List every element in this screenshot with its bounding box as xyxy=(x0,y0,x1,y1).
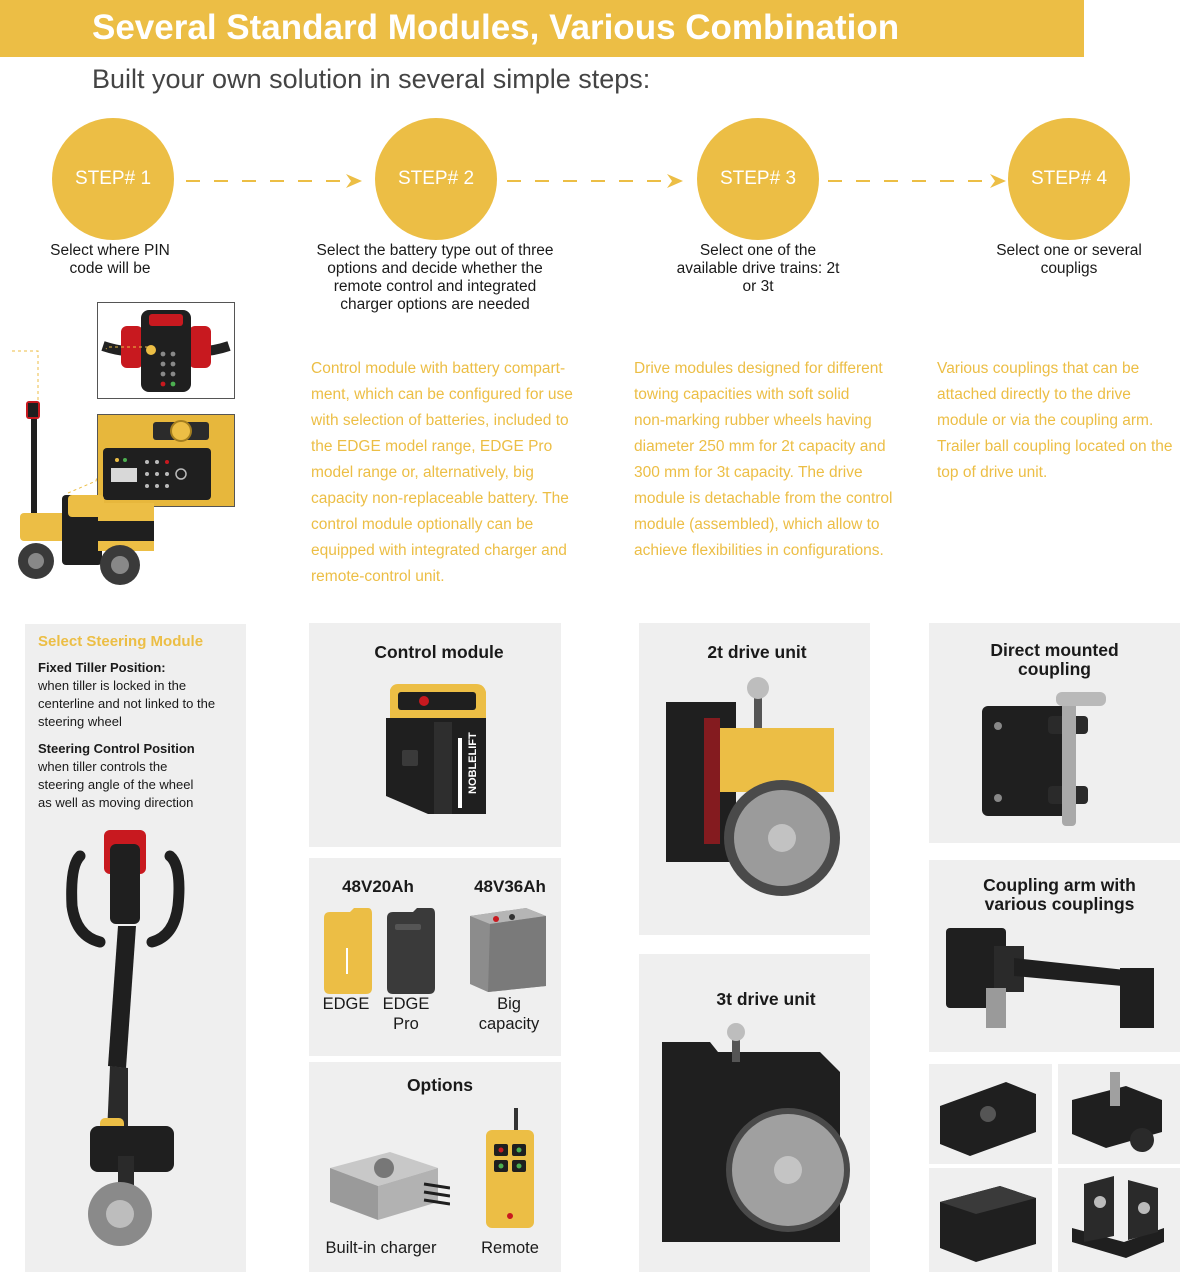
remote-photo xyxy=(486,1108,534,1228)
drive-2t-title: 2t drive unit xyxy=(707,642,807,662)
edge-pro-battery-photo xyxy=(387,908,435,994)
coupling-arm-photo xyxy=(946,928,1154,1028)
step-3-label: STEP# 3 xyxy=(719,168,797,189)
drive-3t-title: 3t drive unit xyxy=(716,989,816,1009)
charger-photo xyxy=(330,1152,450,1220)
page-subtitle: Built your own solution in several simpl… xyxy=(92,64,651,94)
step-1-label: STEP# 1 xyxy=(74,168,152,189)
step-2-label: STEP# 2 xyxy=(397,168,475,189)
coupling-plate-photo xyxy=(1072,1176,1164,1258)
edge-label: EDGE xyxy=(322,995,370,1013)
control-detail-text: Control module with battery compart-ment… xyxy=(311,360,573,585)
edge-battery-photo xyxy=(324,908,372,994)
tiller-photo xyxy=(66,830,185,1246)
brand-logo: NOBLELIFT xyxy=(467,732,479,794)
drive-3t-photo xyxy=(662,1023,850,1242)
page-title: Several Standard Modules, Various Combin… xyxy=(92,8,900,47)
remote-label: Remote xyxy=(481,1239,539,1257)
header-banner xyxy=(0,0,1084,57)
step-4-circle: STEP# 4 xyxy=(1008,118,1130,240)
charger-label: Built-in charger xyxy=(325,1239,437,1257)
step-1-circle: STEP# 1 xyxy=(52,118,174,240)
coupling-pin-photo xyxy=(1072,1072,1162,1152)
steering-title: Select Steering Module xyxy=(38,633,204,650)
drive-2t-photo xyxy=(666,677,840,896)
options-title: Options xyxy=(406,1075,474,1095)
tugger-photo xyxy=(12,346,154,585)
pin-tiller-photo xyxy=(97,302,235,399)
step-2-circle: STEP# 2 xyxy=(375,118,497,240)
dashed-arrow-icon xyxy=(828,174,1006,188)
control-module-title: Control module xyxy=(374,642,504,662)
coupling-bracket-photo xyxy=(940,1082,1036,1156)
coupling-box-photo xyxy=(940,1186,1036,1262)
big-capacity-battery-photo xyxy=(470,908,546,992)
dashed-arrow-icon xyxy=(507,174,683,188)
control-module-photo: NOBLELIFT xyxy=(386,684,486,814)
step-4-label: STEP# 4 xyxy=(1030,168,1108,189)
fixed-tiller-title: Fixed Tiller Position: xyxy=(38,660,166,675)
battery-20ah-label: 48V20Ah xyxy=(342,877,414,896)
battery-36ah-label: 48V36Ah xyxy=(474,877,546,896)
steering-control-title: Steering Control Position xyxy=(38,741,195,756)
step-3-circle: STEP# 3 xyxy=(697,118,819,240)
dashed-arrow-icon xyxy=(186,174,362,188)
direct-coupling-photo xyxy=(982,692,1106,826)
pin-body-photo xyxy=(97,414,235,507)
